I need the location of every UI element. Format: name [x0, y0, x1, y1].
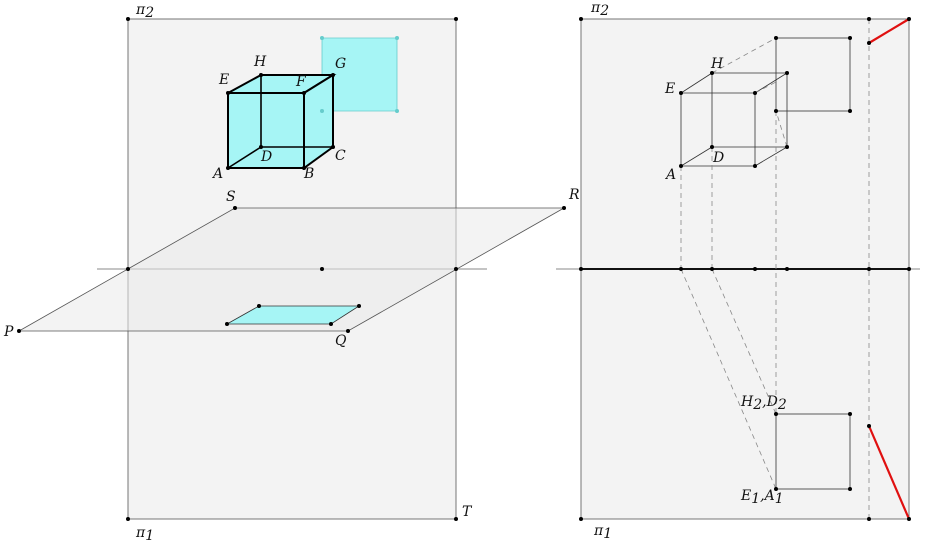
point — [226, 91, 230, 95]
point — [331, 73, 335, 77]
point — [753, 91, 757, 95]
label-t: T — [462, 504, 473, 520]
point — [320, 36, 324, 40]
point — [848, 109, 852, 113]
point — [259, 73, 263, 77]
label-p: P — [3, 324, 14, 340]
point — [225, 322, 229, 326]
point — [331, 145, 335, 149]
point — [753, 164, 757, 168]
point — [395, 36, 399, 40]
label-pi1: π1 — [135, 525, 154, 542]
label-b: B — [303, 166, 314, 182]
point — [233, 206, 237, 210]
point — [867, 517, 871, 521]
point — [579, 517, 583, 521]
label-r: R — [568, 187, 580, 203]
point — [257, 304, 261, 308]
point — [395, 109, 399, 113]
label-h: H — [710, 56, 724, 72]
point — [774, 36, 778, 40]
point — [579, 17, 583, 21]
point — [867, 267, 871, 271]
point — [679, 267, 683, 271]
label-pi1: π1 — [593, 523, 612, 542]
label-pi2: π2 — [590, 0, 609, 19]
point — [454, 267, 458, 271]
construction-lines — [680, 19, 870, 519]
label-e: E — [664, 81, 675, 97]
point — [907, 517, 911, 521]
point — [848, 36, 852, 40]
point — [710, 71, 714, 75]
point — [907, 267, 911, 271]
point — [785, 71, 789, 75]
point — [753, 267, 757, 271]
point — [579, 267, 583, 271]
point — [126, 517, 130, 521]
point — [848, 412, 852, 416]
point — [774, 487, 778, 491]
point — [907, 17, 911, 21]
point — [679, 91, 683, 95]
label-s: S — [226, 189, 236, 205]
right-view: π2 π1 A D E H H2,D2 E1,A1 — [556, 0, 920, 542]
label-e1-a1: E1,A1 — [740, 488, 784, 507]
label-g: G — [335, 56, 346, 72]
label-a: A — [211, 166, 223, 182]
left-points — [17, 17, 566, 521]
point — [867, 424, 871, 428]
point — [774, 412, 778, 416]
point — [329, 322, 333, 326]
label-c: C — [335, 148, 346, 164]
point — [679, 164, 683, 168]
point — [346, 329, 350, 333]
point — [454, 517, 458, 521]
label-a: A — [664, 167, 676, 183]
label-q: Q — [335, 333, 347, 349]
cube — [227, 73, 337, 170]
right-points — [579, 17, 911, 521]
point — [774, 109, 778, 113]
left-view: π2 π1 A B C D E F G H P Q R S T — [3, 2, 580, 542]
point — [785, 267, 789, 271]
point — [357, 304, 361, 308]
projection-square-upper — [775, 37, 851, 112]
profile-line-lower — [867, 425, 911, 520]
cube-hidden-edge — [227, 146, 262, 169]
label-d: D — [712, 150, 724, 166]
point — [848, 487, 852, 491]
point — [126, 17, 130, 21]
label-d: D — [260, 149, 272, 165]
projection-square-lower — [775, 413, 851, 490]
point — [785, 145, 789, 149]
point — [126, 267, 130, 271]
label-e: E — [218, 72, 229, 88]
point — [867, 17, 871, 21]
point — [867, 41, 871, 45]
point — [302, 166, 306, 170]
label-f: F — [295, 74, 307, 90]
point — [17, 329, 21, 333]
label-h: H — [253, 54, 267, 70]
point — [454, 17, 458, 21]
label-pi2: π2 — [135, 2, 154, 21]
point — [320, 267, 324, 271]
point — [226, 166, 230, 170]
point — [710, 145, 714, 149]
profile-line-upper — [868, 18, 910, 44]
point — [562, 206, 566, 210]
label-h2-d2: H2,D2 — [740, 394, 787, 413]
point — [302, 91, 306, 95]
point — [320, 109, 324, 113]
point — [259, 145, 263, 149]
point — [710, 267, 714, 271]
